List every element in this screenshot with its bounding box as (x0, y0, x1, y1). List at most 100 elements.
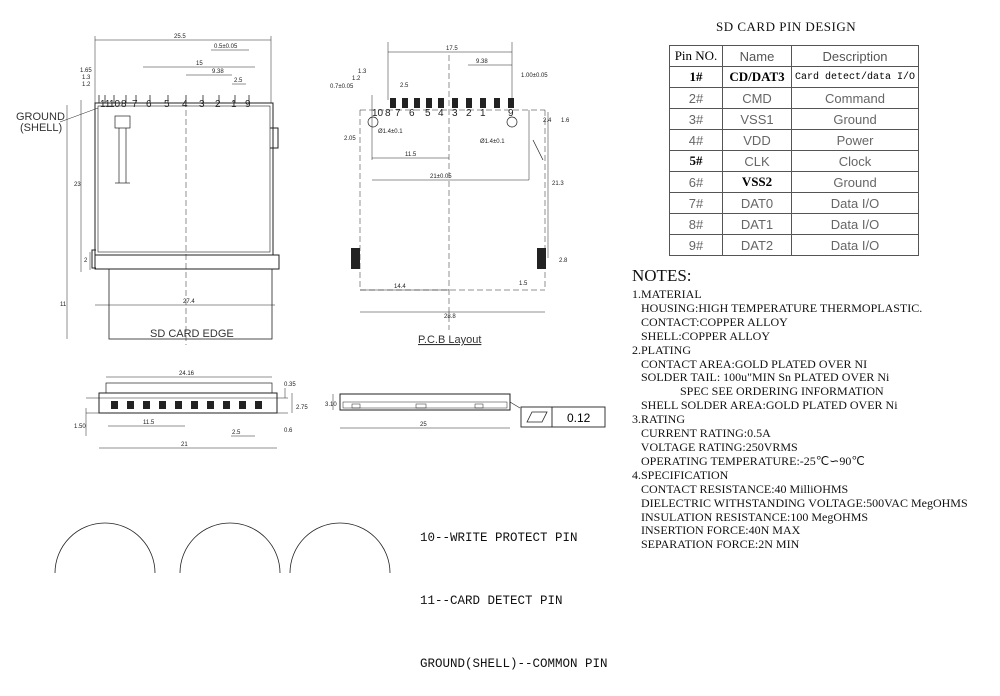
side-view (332, 393, 521, 429)
dim-label: 23 (74, 182, 81, 188)
technical-drawing: GROUND (SHELL) SD CARD EDGE P.C.B Layout… (16, 34, 606, 573)
pin-description: Ground (790, 171, 920, 193)
pcb-pin-label: 2 (466, 108, 472, 119)
pin-name: DAT0 (722, 192, 792, 214)
pin-number: 1# (669, 66, 723, 88)
front-view (85, 376, 293, 449)
pcb-pin-label: 6 (409, 108, 415, 119)
dim-label: 11.5 (405, 152, 417, 158)
pin-label: 1 (231, 99, 237, 110)
pin-number: 9# (669, 234, 723, 256)
dim-label: 1.65 (80, 68, 92, 74)
pin-number: 7# (669, 192, 723, 214)
pcb-pin-label: 4 (438, 108, 444, 119)
table-row: 1# CD/DAT3 Card detect/data I/O (669, 66, 920, 88)
pin-name: CLK (722, 150, 792, 172)
pin-label: 2 (215, 99, 221, 110)
table-row: 7# DAT0 Data I/O (669, 192, 920, 214)
note-line: CONTACT RESISTANCE:40 MilliOHMS (632, 481, 849, 496)
dim-label: Ø1.4±0.1 (480, 139, 505, 145)
pcb-pin-label: 8 (385, 108, 391, 119)
note-line: CONTACT AREA:GOLD PLATED OVER NI (632, 356, 868, 371)
pin-label: 5 (164, 99, 170, 110)
pin-description: Power (790, 129, 920, 151)
note-line: HOUSING:HIGH TEMPERATURE THERMOPLASTIC. (632, 300, 923, 315)
header-name: Name (722, 45, 792, 67)
table-row: 3# VSS1 Ground (669, 108, 920, 130)
pin-description: Data I/O (790, 192, 920, 214)
dim-label: 27.4 (183, 299, 195, 305)
arc-1 (54, 522, 156, 573)
dim-label: 0.7±0.05 (330, 84, 354, 90)
arc-2 (179, 522, 281, 573)
dim-label: 25.5 (174, 34, 186, 40)
dim-label: 21.3 (552, 181, 564, 187)
note-line: DIELECTRIC WITHSTANDING VOLTAGE:500VAC M… (632, 495, 968, 510)
legend-line: 11--CARD DETECT PIN (420, 594, 563, 608)
header-description: Description (790, 45, 920, 67)
pin-description: Data I/O (790, 234, 920, 256)
dim-label: 0.5±0.05 (214, 44, 238, 50)
header-pin-no: Pin NO. (669, 45, 723, 67)
dim-label: 1.50 (74, 424, 86, 430)
tolerance-frame (520, 406, 606, 428)
dim-label: 14.4 (394, 284, 406, 290)
note-line: 4.SPECIFICATION (632, 467, 729, 482)
pin-label: 8 (121, 99, 127, 110)
pin-number: 6# (669, 171, 723, 193)
card-edge-label: SD CARD EDGE (150, 328, 234, 340)
pcb-pads (111, 98, 546, 409)
pin-description: Ground (790, 108, 920, 130)
table-row: 4# VDD Power (669, 129, 920, 151)
pin-label: 7 (132, 99, 138, 110)
pin-label: 4 (182, 99, 188, 110)
pin-label: 6 (146, 99, 152, 110)
dim-label: 1.3 (358, 69, 367, 75)
dim-label: 15 (196, 61, 203, 67)
pcb-pin-label: 9 (508, 108, 514, 119)
table-header-row: Pin NO. Name Description (669, 45, 920, 67)
table-row: 8# DAT1 Data I/O (669, 213, 920, 235)
table-row: 2# CMD Command (669, 87, 920, 109)
note-line: CONTACT:COPPER ALLOY (632, 314, 788, 329)
dim-label: 11.5 (143, 420, 155, 426)
dim-label: 21±0.05 (430, 174, 452, 180)
pcb-pin-label: 7 (395, 108, 401, 119)
pcb-pin-label: 10 (372, 108, 384, 119)
dim-label: 11 (60, 302, 67, 308)
pin-name: DAT1 (722, 213, 792, 235)
pin-design-table: Pin NO. Name Description 1# CD/DAT3 Card… (669, 45, 920, 256)
note-line: OPERATING TEMPERATURE:-25℃∽90℃ (632, 453, 865, 468)
pin-label: 10 (109, 99, 121, 110)
table-row: 9# DAT2 Data I/O (669, 234, 920, 256)
note-line: 2.PLATING (632, 342, 691, 357)
pin-label: 9 (245, 99, 251, 110)
dim-label: 1.6 (561, 118, 570, 124)
note-line: 1.MATERIAL (632, 287, 702, 301)
dim-label: 2.5 (234, 78, 243, 84)
notes-section: NOTES: 1.MATERIAL HOUSING:HIGH TEMPERATU… (632, 266, 968, 552)
legend-line: GROUND(SHELL)--COMMON PIN (420, 657, 608, 671)
dim-label: 2.05 (344, 136, 356, 142)
table-row: 5# CLK Clock (669, 150, 920, 172)
dim-label: 21 (181, 442, 188, 448)
table-row: 6# VSS2 Ground (669, 171, 920, 193)
pin-number: 4# (669, 129, 723, 151)
note-line: SPEC SEE ORDERING INFORMATION (632, 384, 884, 399)
note-line: SHELL SOLDER AREA:GOLD PLATED OVER Ni (632, 398, 898, 413)
dim-label: 1.2 (352, 76, 361, 82)
dim-label: 1.2 (82, 82, 91, 88)
top-view (59, 36, 280, 345)
dim-label: 9.38 (212, 69, 224, 75)
note-line: 3.RATING (632, 412, 685, 427)
note-line: INSULATION RESISTANCE:100 MegOHMS (632, 509, 869, 524)
dim-label: 3.10 (325, 402, 337, 408)
pin-table-title: SD CARD PIN DESIGN (716, 19, 857, 34)
note-line: SHELL:COPPER ALLOY (632, 328, 771, 343)
pin-number: 2# (669, 87, 723, 109)
dim-label: 24.16 (179, 371, 195, 377)
dim-label: 25 (420, 422, 427, 428)
pin-name: CD/DAT3 (722, 66, 792, 88)
note-line: SOLDER TAIL: 100u"MIN Sn PLATED OVER Ni (632, 370, 890, 385)
pin-description: Clock (790, 150, 920, 172)
